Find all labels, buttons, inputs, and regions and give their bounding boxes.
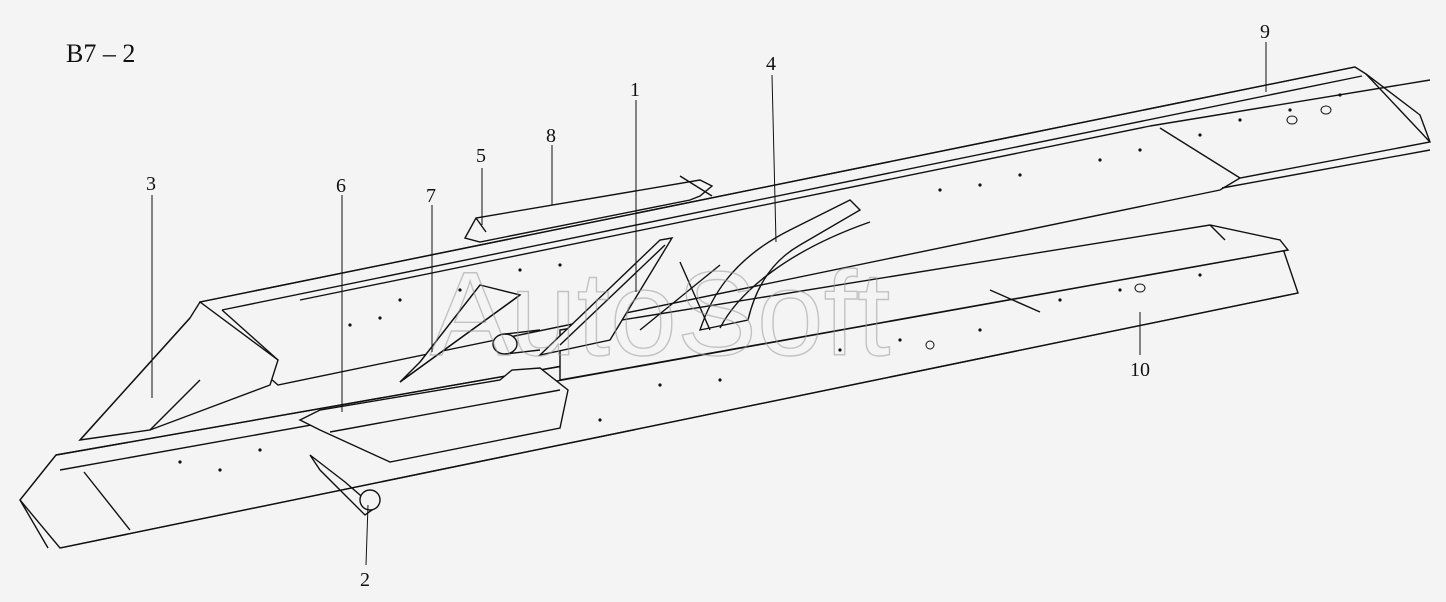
rear-rail-section bbox=[559, 224, 1290, 381]
callout-labels: 1 2 3 4 5 6 7 8 9 10 bbox=[146, 21, 1270, 591]
callout-3: 3 bbox=[146, 173, 156, 195]
far-side-rail bbox=[199, 66, 1431, 386]
tube-part bbox=[492, 329, 541, 355]
crossmember-1 bbox=[537, 237, 721, 357]
crossmember-6 bbox=[298, 367, 569, 463]
callout-4: 4 bbox=[766, 53, 776, 75]
callout-2: 2 bbox=[360, 569, 370, 591]
bracket-8 bbox=[463, 175, 714, 243]
watermark: AutoSoft bbox=[430, 247, 890, 381]
callout-10: 10 bbox=[1130, 359, 1150, 381]
crossmember-7 bbox=[399, 284, 522, 383]
front-section bbox=[78, 300, 279, 441]
diagram-title: B7 – 2 bbox=[66, 39, 135, 68]
tow-hook-2 bbox=[309, 454, 381, 516]
leader-lines bbox=[151, 42, 1267, 566]
callout-6: 6 bbox=[336, 175, 346, 197]
callout-5: 5 bbox=[476, 145, 486, 167]
callout-9: 9 bbox=[1260, 21, 1270, 43]
callout-8: 8 bbox=[546, 125, 556, 147]
callout-1: 1 bbox=[630, 79, 640, 101]
curved-bracket-4 bbox=[679, 199, 871, 331]
rivet-holes bbox=[178, 93, 1342, 472]
callout-7: 7 bbox=[426, 185, 436, 207]
